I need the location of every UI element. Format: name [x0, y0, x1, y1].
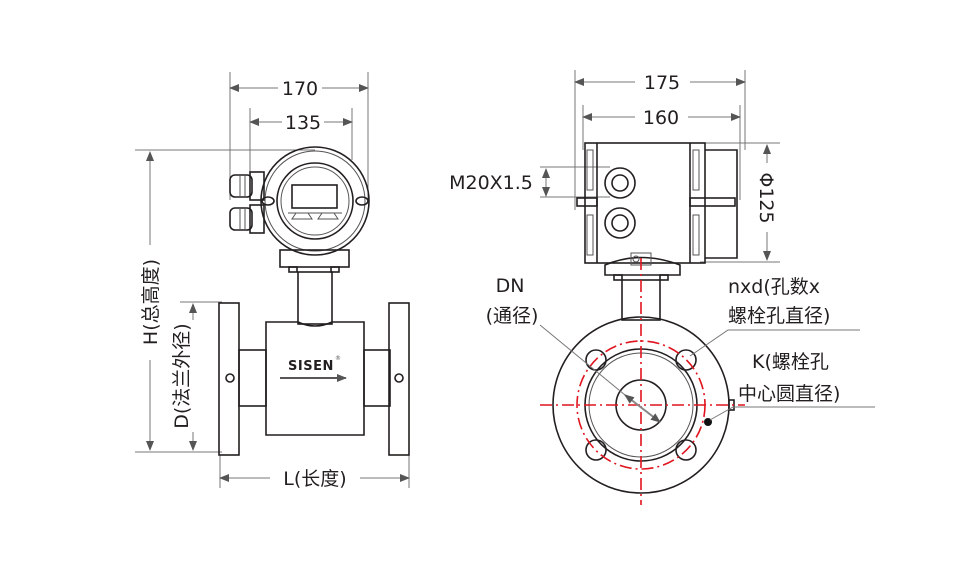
dim-160: 160 [582, 105, 741, 200]
sensor-body [265, 321, 365, 436]
side-view: 175 160 M20X1.5 Φ125 [449, 70, 875, 505]
dim-thread: M20X1.5 [449, 166, 610, 198]
brand-logo: SISEN [288, 359, 334, 374]
holes-label: nxd(孔数x [728, 276, 820, 298]
dim-flange-diameter-label: D(法兰外径) [171, 323, 193, 428]
left-pipe [238, 349, 267, 407]
holes-sub-label: 螺栓孔直径) [728, 305, 830, 327]
left-flange [218, 302, 240, 456]
dn-label: DN [496, 275, 525, 297]
dim-thread-label: M20X1.5 [449, 172, 533, 194]
k-label: K(螺栓孔 [752, 351, 829, 373]
bolt-hole [675, 439, 697, 461]
right-flange [388, 302, 410, 456]
dim-length: L(长度) [219, 455, 410, 490]
centerlines [540, 258, 745, 505]
flange-bolt-hole [225, 373, 235, 383]
dim-135-label: 135 [285, 112, 321, 134]
dn-arrow [624, 394, 661, 423]
front-view: 170 135 H(总高度) D(法兰外径) L(长 [135, 72, 410, 490]
dim-height-label: H(总高度) [140, 259, 162, 345]
dim-diameter-label: Φ125 [755, 172, 777, 223]
dim-175-label: 175 [644, 72, 680, 94]
dim-diameter: Φ125 [700, 142, 780, 263]
cable-gland-icon [229, 171, 265, 234]
flange-face [552, 316, 735, 494]
dim-flange-diameter: D(法兰外径) [171, 301, 222, 451]
flange-bolt-hole [394, 373, 404, 383]
dim-170-label: 170 [282, 78, 318, 100]
right-pipe [363, 349, 391, 407]
dn-sub-label: (通径) [486, 305, 539, 327]
bolt-hole [675, 349, 697, 371]
converter-head [260, 146, 370, 273]
bolt-hole [585, 349, 607, 371]
bolt-hole [585, 439, 607, 461]
k-sub-label: 中心圆直径) [738, 383, 840, 405]
dim-160-label: 160 [643, 107, 679, 129]
dim-height: H(总高度) [135, 149, 315, 453]
neck [297, 271, 333, 325]
converter-housing [576, 142, 738, 281]
dim-length-label: L(长度) [283, 468, 346, 490]
dim-175: 175 [574, 70, 746, 210]
registered-mark: ® [335, 355, 341, 362]
